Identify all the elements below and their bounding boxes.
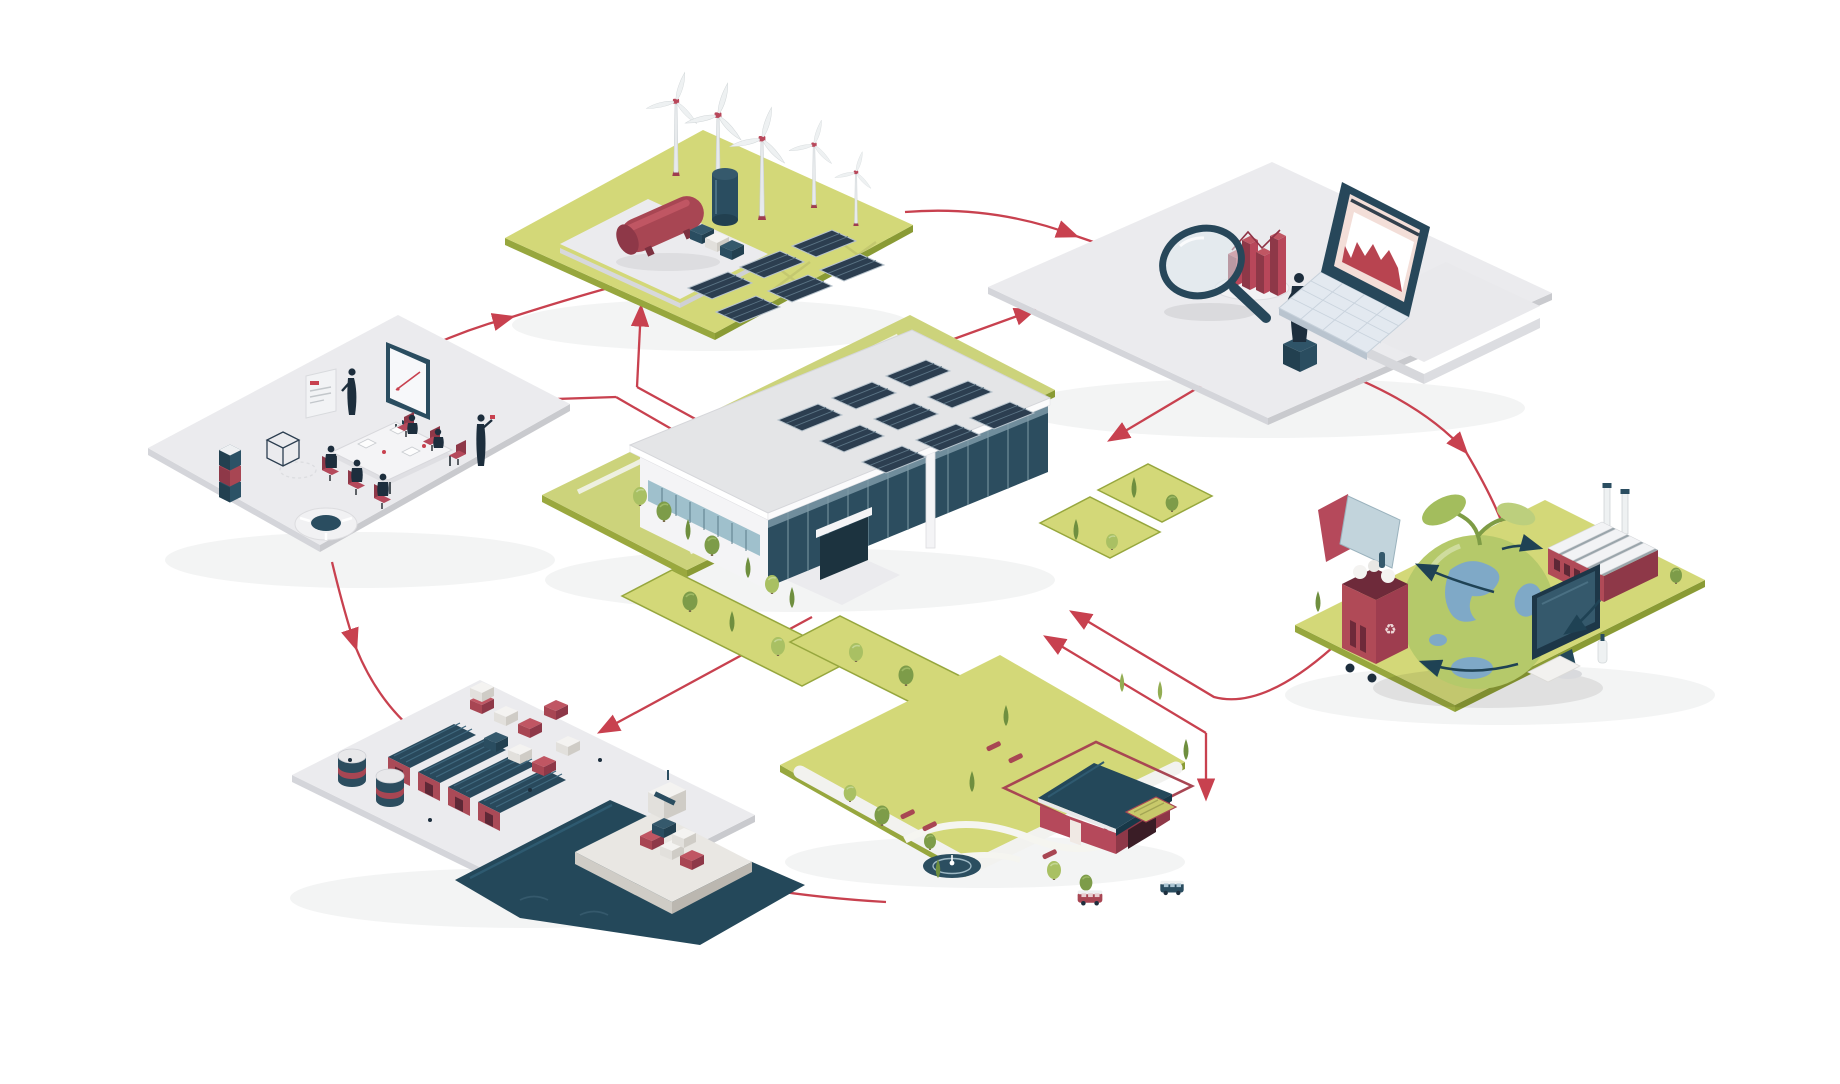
port-bollards [348,758,602,822]
standing-person-icon [476,414,495,466]
island-headquarters: headquarters-building-island [542,315,1214,733]
cargo-ship-icon [575,770,752,914]
arrow-headquarters-house-bidirectional [1043,635,1216,802]
stacked-cubes-icon [219,444,241,503]
island-logistics-port: logistics-port-island [292,680,805,945]
pond-fountain-icon [923,854,981,878]
silo-icon [712,168,738,226]
island-data-analysis: data-analysis-island [988,162,1552,425]
bus-icon [1160,880,1184,896]
island-office-planning: office-and-team-planning-island [148,315,570,552]
seated-people-icons [321,411,467,510]
energy-pad [560,199,768,299]
monitor-icon [1527,564,1608,683]
recycle-symbol-icon: ♻ [1384,622,1397,638]
gas-tank-icon [616,196,704,257]
island-circular-economy: circular-economy-island [1295,483,1705,712]
island-eco-housing: eco-housing-garden-island [780,655,1196,906]
wireframe-cube-icon [265,431,317,479]
bus-icon [1077,890,1103,906]
presenter-person-icon [341,368,357,415]
laptop-chart-icon [1278,182,1430,360]
recycle-loop-icon [1414,534,1602,677]
island-renewable-energy: renewable-energy-island [505,71,913,340]
round-sofa-icon [294,507,358,541]
vegetable-garden-icon [1124,796,1178,823]
presentation-screen-icon [386,342,430,430]
hq-roof [628,329,1052,514]
flat-roof-building-icon [628,329,1052,590]
recycling-bin-icon: ♻ [1318,494,1408,683]
poster-board-icon [305,368,337,419]
hedge-bars [900,741,1057,860]
arrow-circular-to-headquarters [1069,610,1333,701]
arrow-headquarters-to-analysis [939,307,1038,346]
area-chart [1342,242,1402,292]
office-platform [148,315,570,545]
magnifier-icon [1159,224,1271,323]
